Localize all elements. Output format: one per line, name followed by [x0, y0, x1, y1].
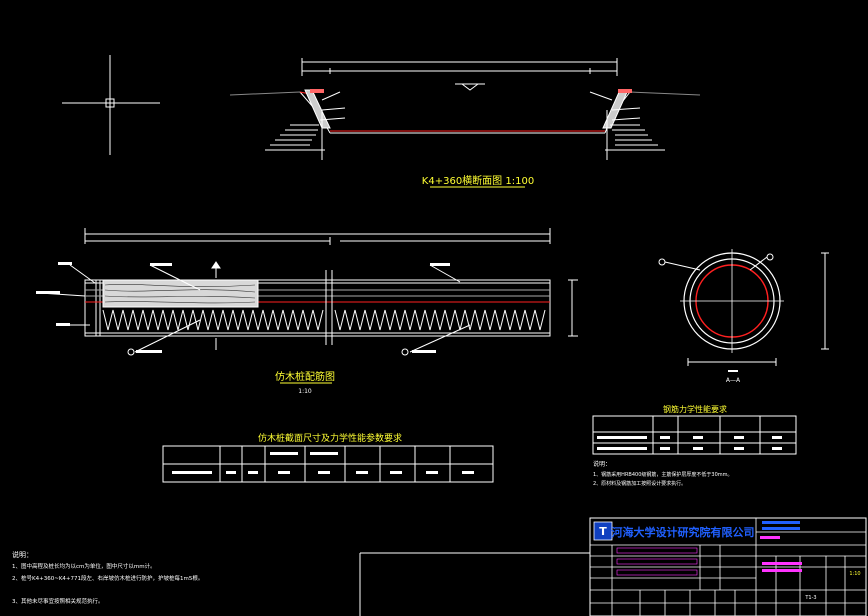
cross-section-drawing [229, 58, 701, 160]
note-3: 3、其他未尽事宜按照相关规范执行。 [12, 597, 104, 605]
title-block [590, 518, 866, 616]
steel-notes-heading: 说明： [593, 460, 611, 468]
title-block-drawing-no: T1-3 [804, 595, 816, 601]
note-2: 2、桩号K4+360~K4+771段左、右岸坡仿木桩进行防护，护坡桩每1m5根。 [12, 574, 203, 582]
pile-drawing-scale: 1:10 [298, 388, 312, 395]
steel-note-1: 1、钢筋采用HRB400级钢筋，主筋保护层厚度不低于30mm。 [593, 471, 733, 478]
company-logo-icon [593, 521, 613, 541]
steel-properties-table [592, 415, 797, 455]
company-logo-letter: T [599, 525, 607, 538]
pile-table-title: 仿木桩截面尺寸及力学性能参数要求 [258, 432, 402, 444]
section-aa-drawing [658, 249, 829, 372]
steel-table-title: 钢筋力学性能要求 [663, 404, 727, 414]
note-1: 1、图中高程及桩长均为以cm为单位，图中尺寸以mm计。 [12, 562, 156, 570]
title-block-scale: 1:10 [849, 571, 860, 577]
notes-heading: 说明： [12, 550, 33, 559]
section-aa-label: A—A [726, 377, 741, 384]
pile-parameter-table [162, 445, 494, 483]
company-name: 河海大学设计研究院有限公司 [612, 525, 755, 539]
pile-reinforcement-drawing [36, 228, 578, 356]
steel-note-2: 2、原材料及钢筋加工按照设计要求执行。 [593, 480, 686, 487]
pile-drawing-title: 仿木桩配筋图 [275, 370, 335, 383]
cad-crosshair-cursor[interactable] [62, 55, 160, 155]
cross-section-title: K4+360横断面图 1:100 [422, 174, 534, 187]
